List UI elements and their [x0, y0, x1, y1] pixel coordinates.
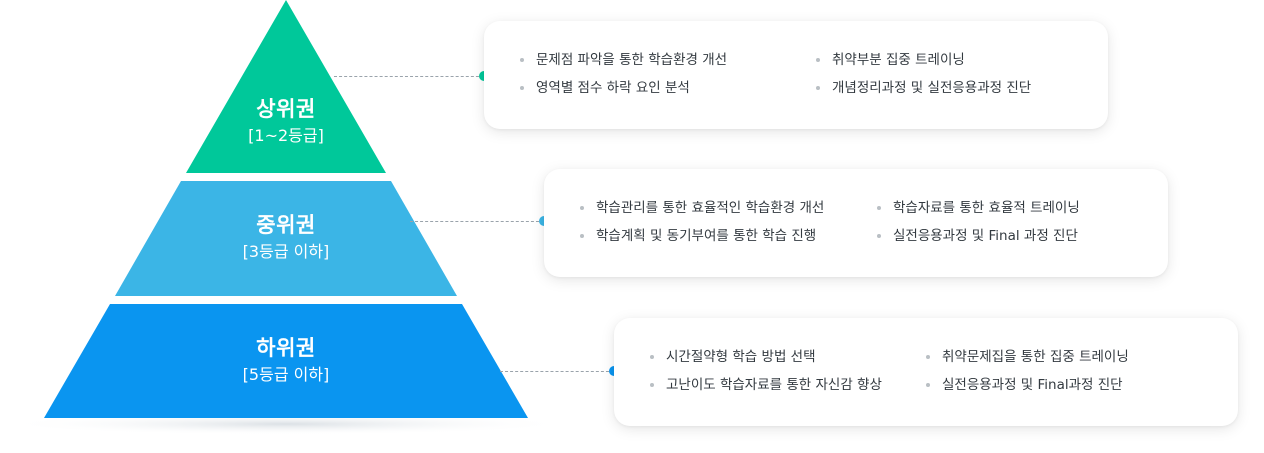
card-column-left: 문제점 파악을 통한 학습환경 개선 영역별 점수 하락 요인 분석	[520, 46, 727, 102]
pyramid-tier-top	[186, 0, 386, 173]
tier-title: 하위권	[256, 336, 316, 360]
pyramid-tier-middle	[115, 181, 457, 296]
list-item: 취약문제집을 통한 집중 트레이닝	[926, 343, 1129, 371]
pyramid-tier-bottom	[44, 304, 528, 418]
card-column-right: 학습자료를 통한 효율적 트레이닝 실전응용과정 및 Final 과정 진단	[877, 194, 1080, 250]
card-column-right: 취약부분 집중 트레이닝 개념정리과정 및 실전응용과정 진단	[816, 46, 1031, 102]
list-item: 취약부분 집중 트레이닝	[816, 46, 1031, 74]
pyramid-ground-shadow	[1, 413, 571, 435]
connector-line-top	[334, 76, 484, 77]
list-item: 시간절약형 학습 방법 선택	[650, 343, 882, 371]
connector-line-bottom	[500, 371, 614, 372]
list-item: 고난이도 학습자료를 통한 자신감 향상	[650, 371, 882, 399]
info-card-bottom: 시간절약형 학습 방법 선택 고난이도 학습자료를 통한 자신감 향상 취약문제…	[614, 318, 1238, 426]
info-card-middle: 학습관리를 통한 효율적인 학습환경 개선 학습계획 및 동기부여를 통한 학습…	[544, 169, 1168, 277]
card-column-left: 학습관리를 통한 효율적인 학습환경 개선 학습계획 및 동기부여를 통한 학습…	[580, 194, 824, 250]
connector-line-middle	[410, 221, 544, 222]
list-item: 실전응용과정 및 Final 과정 진단	[877, 222, 1080, 250]
info-card-top: 문제점 파악을 통한 학습환경 개선 영역별 점수 하락 요인 분석 취약부분 …	[484, 21, 1108, 129]
list-item: 영역별 점수 하락 요인 분석	[520, 74, 727, 102]
card-column-right: 취약문제집을 통한 집중 트레이닝 실전응용과정 및 Final과정 진단	[926, 343, 1129, 399]
list-item: 문제점 파악을 통한 학습환경 개선	[520, 46, 727, 74]
list-item: 학습자료를 통한 효율적 트레이닝	[877, 194, 1080, 222]
tier-title: 상위권	[256, 97, 316, 121]
tier-subtitle: [5등급 이하]	[242, 365, 330, 384]
card-column-left: 시간절약형 학습 방법 선택 고난이도 학습자료를 통한 자신감 향상	[650, 343, 882, 399]
tier-title: 중위권	[256, 213, 316, 237]
list-item: 실전응용과정 및 Final과정 진단	[926, 371, 1129, 399]
tier-label-middle: 중위권 [3등급 이하]	[186, 211, 386, 264]
tier-subtitle: [1~2등급]	[248, 126, 324, 145]
list-item: 학습관리를 통한 효율적인 학습환경 개선	[580, 194, 824, 222]
tier-label-bottom: 하위권 [5등급 이하]	[186, 334, 386, 387]
tier-subtitle: [3등급 이하]	[242, 242, 330, 261]
tier-label-top: 상위권 [1~2등급]	[186, 95, 386, 148]
list-item: 학습계획 및 동기부여를 통한 학습 진행	[580, 222, 824, 250]
list-item: 개념정리과정 및 실전응용과정 진단	[816, 74, 1031, 102]
